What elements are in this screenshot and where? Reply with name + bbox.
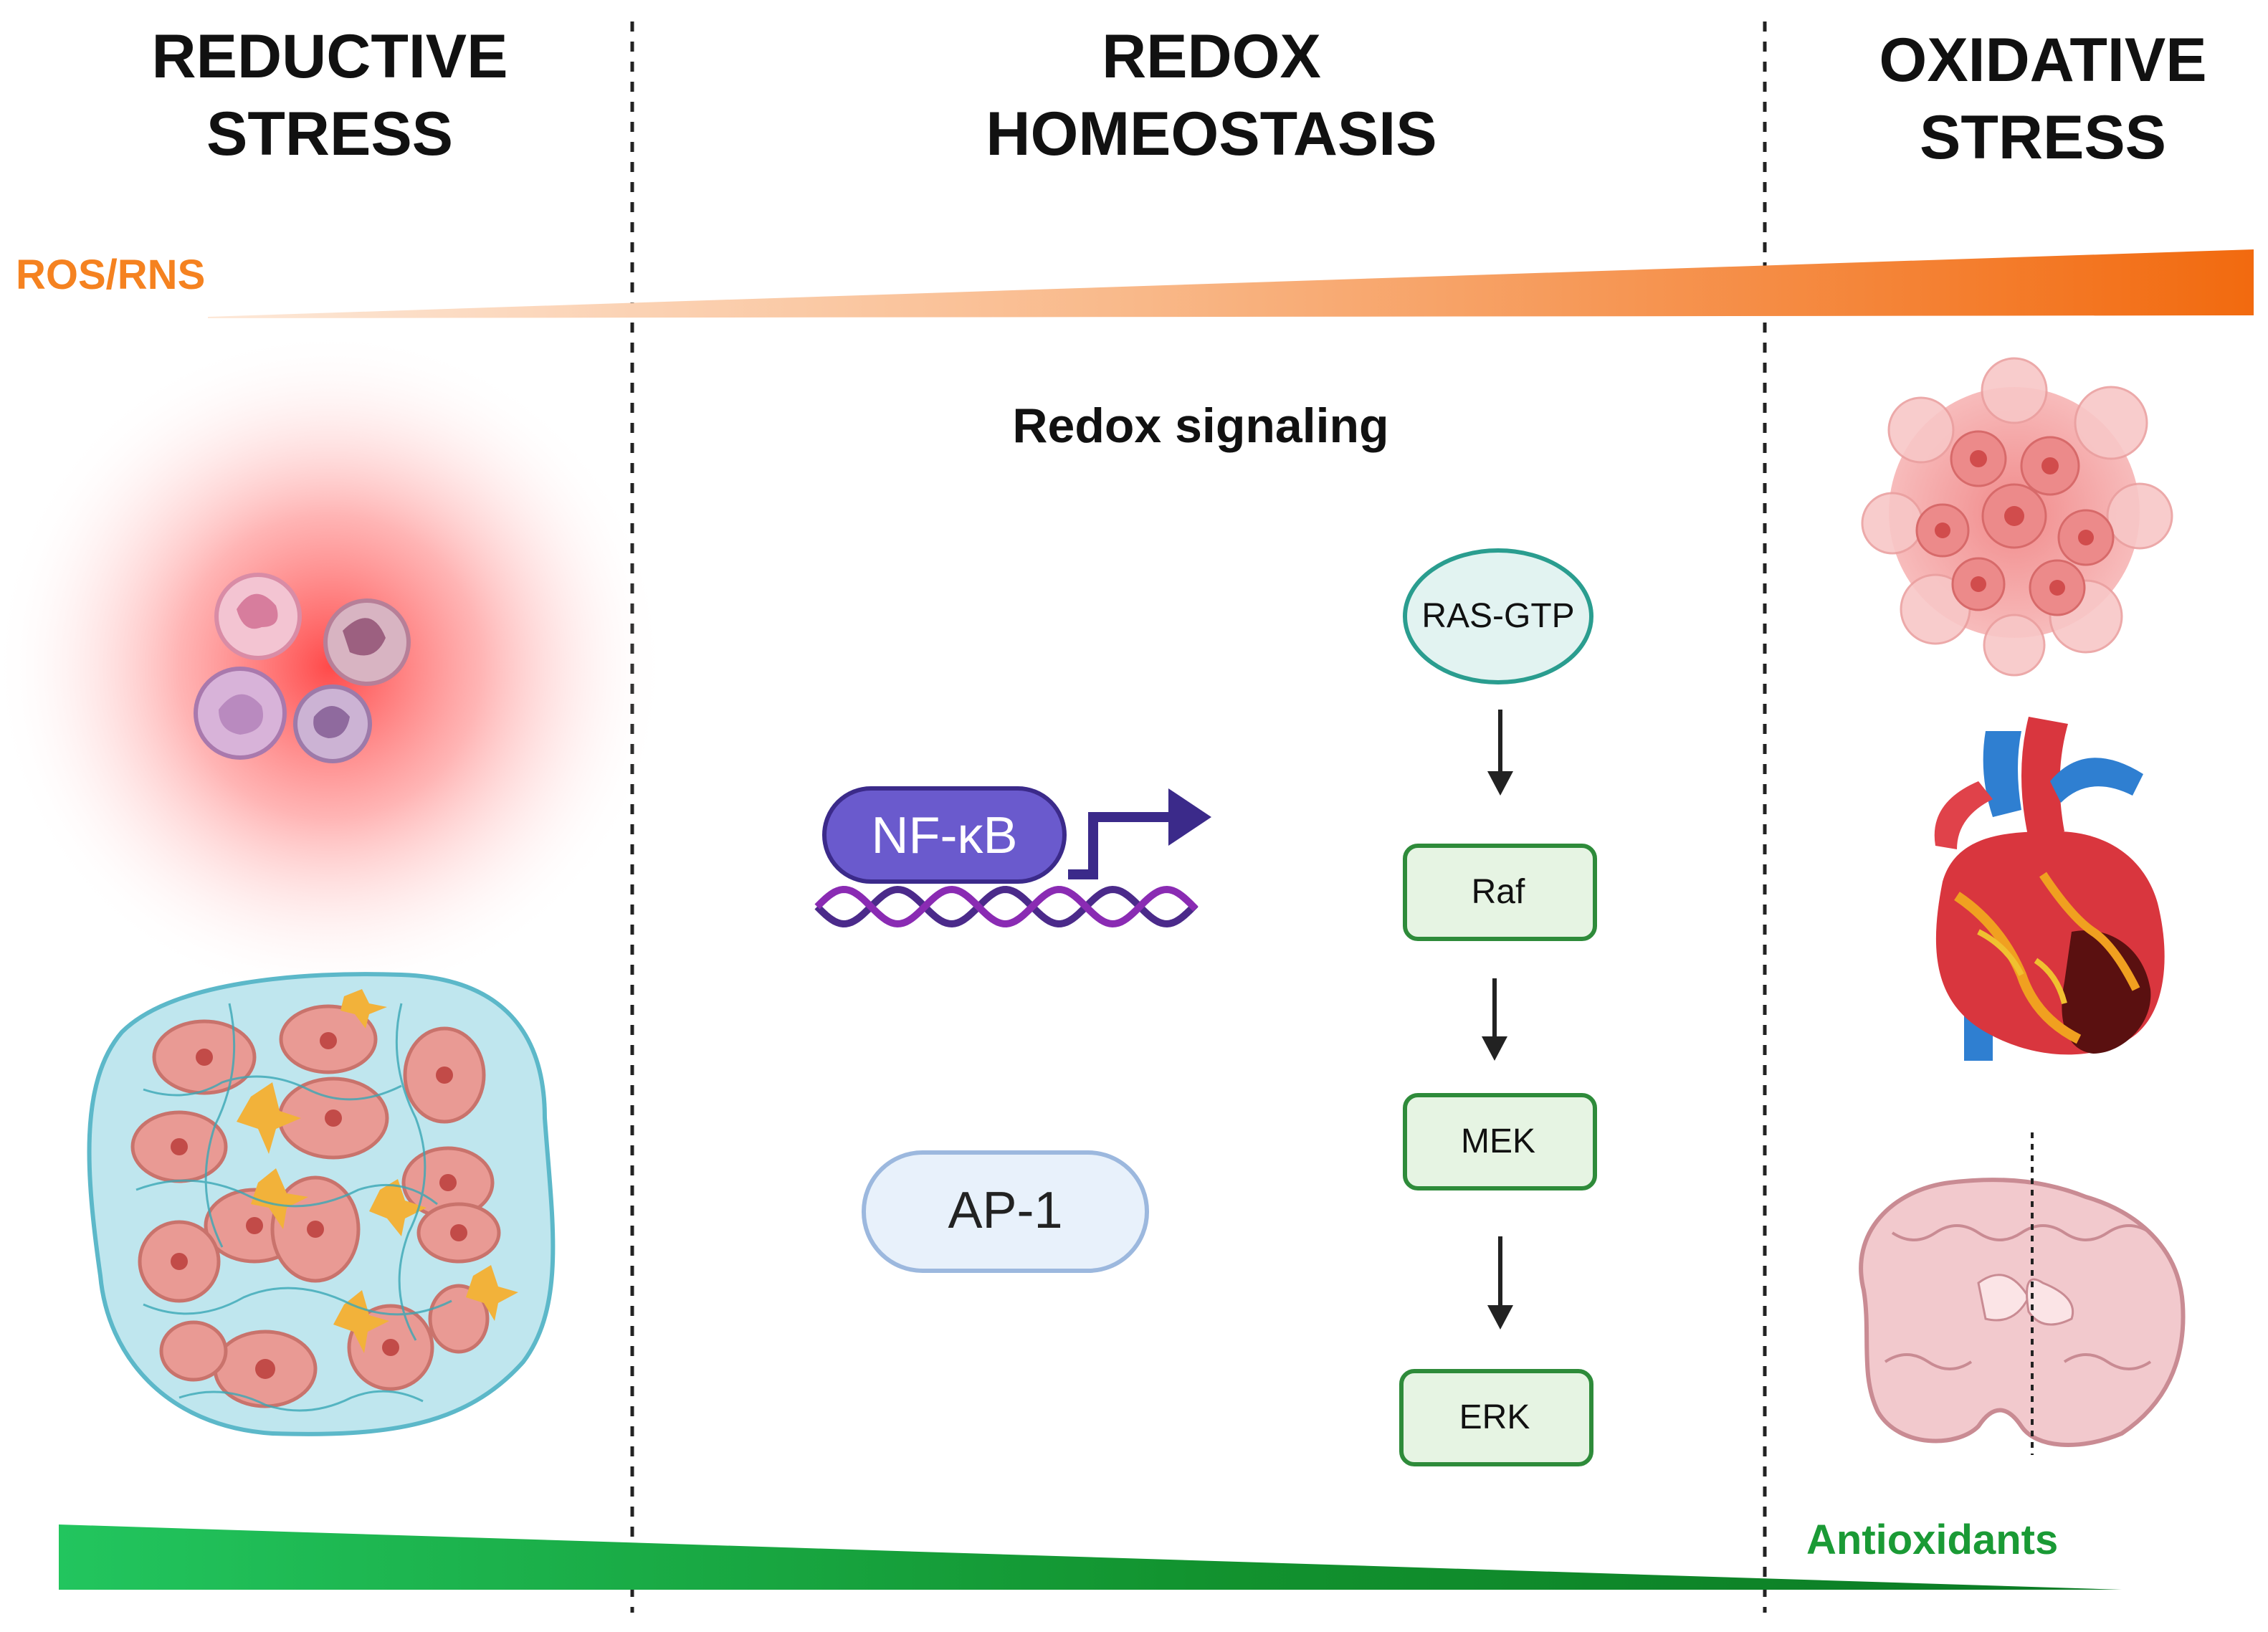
nfkb-label: NF-κB — [871, 807, 1018, 864]
cascade-node-erk — [1399, 1369, 1593, 1466]
redox-signaling-title: Redox signaling — [1012, 399, 1389, 453]
cascade — [1399, 548, 1597, 1466]
brain-section-icon — [1859, 1132, 2186, 1455]
cascade-label-mek: MEK — [1460, 1122, 1535, 1160]
header-oxidative-stress: OXIDATIVE STRESS — [1879, 26, 2207, 172]
transcription-arrow-icon — [1068, 788, 1211, 879]
ap1-label: AP-1 — [948, 1182, 1063, 1239]
cascade-label-raf: Raf — [1471, 873, 1525, 911]
nfkb-node — [822, 786, 1067, 884]
header-redox-homeostasis: REDOX HOMEOSTASIS — [986, 22, 1437, 168]
immune-cells-icon — [0, 330, 667, 1003]
tumor-cells-icon — [1861, 357, 2173, 677]
cascade-arrowhead-1 — [1487, 771, 1513, 796]
ap1-node — [862, 1150, 1149, 1273]
tissue-cells-icon — [87, 972, 556, 1436]
cascade-node-raf — [1403, 844, 1597, 941]
antioxidants-label: Antioxidants — [1806, 1517, 2059, 1563]
dna-icon — [814, 885, 1199, 928]
cascade-arrowhead-3 — [1487, 1305, 1513, 1330]
ros-gradient-wedge — [208, 249, 2254, 318]
cascade-arrowhead-2 — [1482, 1036, 1507, 1061]
heart-icon — [1934, 717, 2165, 1061]
cascade-label-ras-gtp: RAS-GTP — [1421, 597, 1575, 635]
antioxidant-gradient-wedge — [59, 1524, 2122, 1590]
cascade-node-ras-gtp — [1403, 548, 1593, 684]
cascade-node-mek — [1403, 1093, 1597, 1190]
ros-rns-label: ROS/RNS — [16, 252, 206, 298]
cascade-label-erk: ERK — [1459, 1398, 1530, 1436]
header-reductive-stress: REDUCTIVE STRESS — [151, 22, 508, 168]
